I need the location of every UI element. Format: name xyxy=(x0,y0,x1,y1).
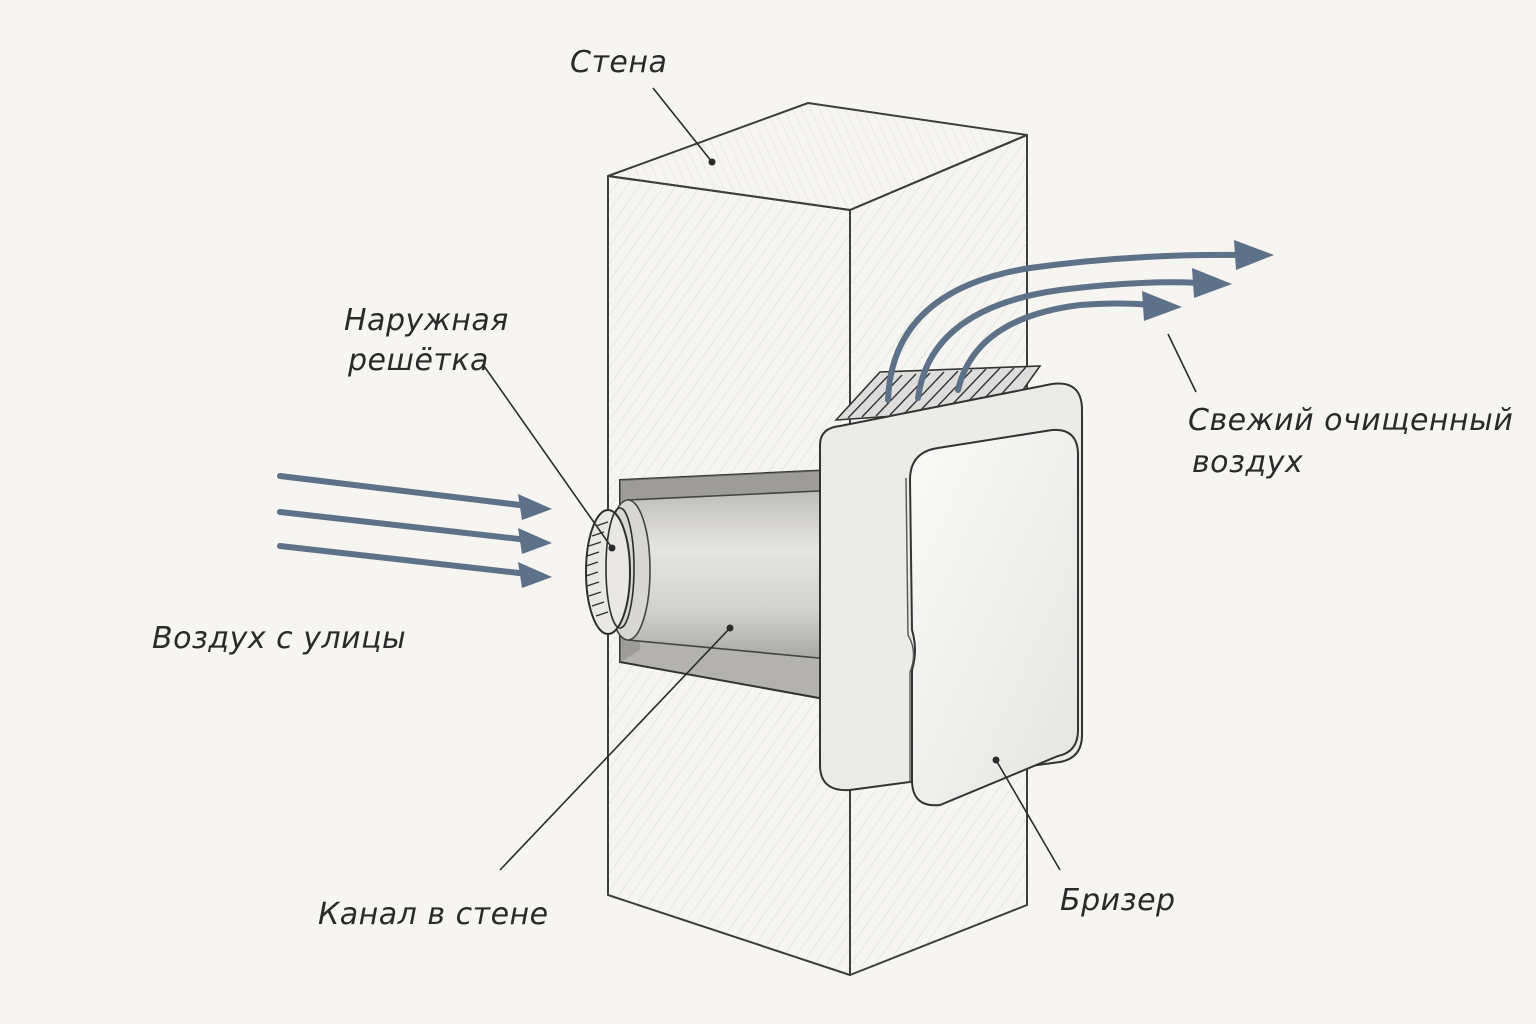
leader-breezer xyxy=(995,759,1061,871)
label-channel: Канал в стене xyxy=(318,897,549,932)
fresh-arrow-3 xyxy=(955,291,1182,393)
fresh-arrow-2 xyxy=(915,268,1232,401)
label-fresh-line2: воздух xyxy=(1192,445,1303,480)
air-arrow-3 xyxy=(277,543,552,588)
breezer-device xyxy=(819,365,1083,807)
air-arrow-1 xyxy=(277,473,552,520)
outside-air-arrows xyxy=(277,473,552,588)
leader-fresh xyxy=(1167,333,1197,393)
label-outside-air: Воздух с улицы xyxy=(152,621,406,656)
fresh-arrow-1 xyxy=(885,240,1274,403)
fresh-air-arrows xyxy=(885,240,1274,403)
label-wall: Стена xyxy=(570,45,667,80)
leader-grille xyxy=(483,365,613,549)
leader-lines xyxy=(483,87,1197,871)
label-grille-line1: Наружная xyxy=(344,303,509,338)
labels: Стена Наружная решётка Свежий очищенный … xyxy=(152,45,1513,932)
breezer-front-panel xyxy=(908,428,1079,807)
leader-channel xyxy=(499,627,731,871)
label-grille-line2: решётка xyxy=(347,343,489,378)
label-fresh-line1: Свежий очищенный xyxy=(1188,403,1513,438)
outer-grille xyxy=(585,507,635,635)
air-arrow-2 xyxy=(277,509,552,554)
leader-wall xyxy=(652,87,713,163)
label-breezer: Бризер xyxy=(1060,883,1176,918)
